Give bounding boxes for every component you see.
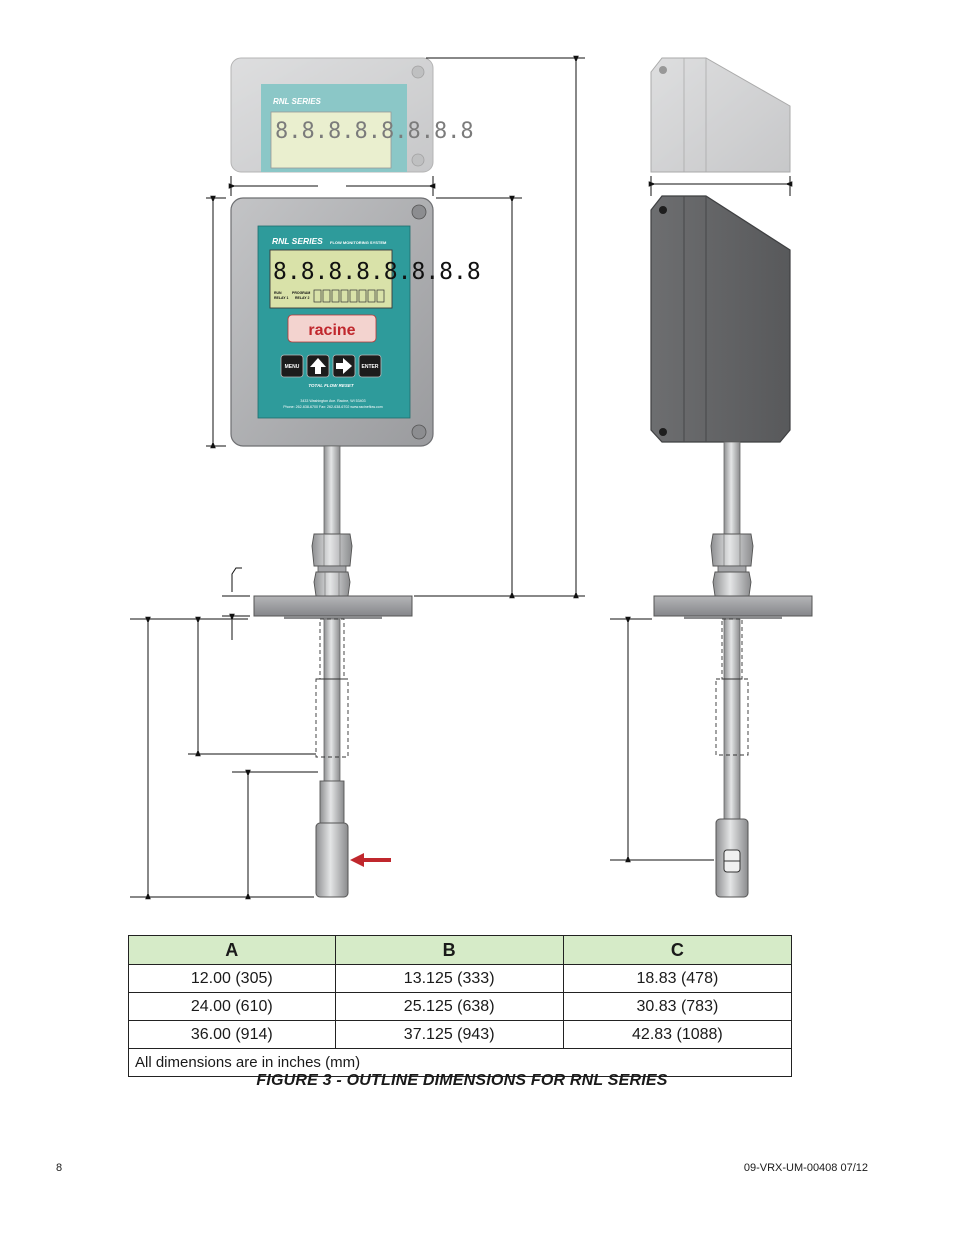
address-line: 3433 Washington Ave. Racine, WI 53403 — [300, 399, 365, 403]
table-cell: 18.83 (478) — [562, 964, 793, 993]
svg-text:RNL SERIES: RNL SERIES — [273, 97, 322, 106]
menu-button[interactable] — [280, 354, 304, 378]
relay2-label: RELAY 2 — [295, 296, 309, 300]
series-title: RNL SERIES — [272, 236, 323, 246]
flange — [253, 595, 413, 617]
header-c: C — [562, 935, 793, 965]
side-probe-assembly — [653, 441, 813, 898]
table-note: All dimensions are in inches (mm) — [128, 1048, 792, 1077]
relay1-label: RELAY 1 — [274, 296, 288, 300]
side-flange — [653, 595, 813, 617]
table-cell: 36.00 (914) — [128, 1020, 336, 1049]
flow-arrow-icon — [350, 853, 391, 867]
table-row: 24.00 (610) 25.125 (638) 30.83 (783) — [128, 992, 793, 1021]
header-b: B — [334, 935, 564, 965]
screw-icon — [411, 424, 427, 440]
front-housing: RNL SERIES FLOW MONITORING SYSTEM 8.8.8.… — [230, 197, 481, 447]
table-cell: 30.83 (783) — [562, 992, 793, 1021]
brand-logo: racine — [308, 322, 355, 339]
sensor-tip — [315, 822, 349, 898]
table-cell: 37.125 (943) — [334, 1020, 564, 1049]
lcd-digits: 8.8.8.8.8.8.8.8 — [273, 259, 481, 285]
side-width-dimension — [648, 176, 793, 196]
front-housing-top-view: RNL SERIES 8.8.8.8.8.8.8.8 — [230, 57, 474, 173]
table-row: 36.00 (914) 37.125 (943) 42.83 (1088) — [128, 1020, 793, 1049]
side-dimension-lines — [610, 616, 714, 863]
screw-icon — [411, 204, 427, 220]
brand-badge — [287, 314, 377, 343]
table-row: 12.00 (305) 13.125 (333) 18.83 (478) — [128, 964, 793, 993]
enter-button[interactable] — [358, 354, 382, 378]
table-cell: 42.83 (1088) — [562, 1020, 793, 1049]
svg-text:8.8.8.8.8.8.8.8: 8.8.8.8.8.8.8.8 — [275, 119, 474, 144]
series-subtitle: FLOW MONITORING SYSTEM — [330, 240, 387, 245]
menu-label: MENU — [285, 364, 300, 370]
table-cell: 12.00 (305) — [128, 964, 336, 993]
enter-label: ENTER — [362, 364, 379, 370]
figure-caption: FIGURE 3 - OUTLINE DIMENSIONS FOR RNL SE… — [256, 1072, 668, 1089]
table-cell: 24.00 (610) — [128, 992, 336, 1021]
table-header-row: A B C — [128, 935, 793, 965]
run-label: RUN — [274, 291, 282, 295]
outline-drawing: RNL SERIES 8.8.8.8.8.8.8.8 RNL SERIES FL… — [130, 55, 813, 900]
header-a: A — [128, 935, 336, 965]
arrow-right-icon — [336, 358, 352, 374]
program-label: PROGRAM — [292, 291, 310, 295]
side-housing — [650, 195, 791, 443]
table-cell: 25.125 (638) — [334, 992, 564, 1021]
document-id: 09-VRX-UM-00408 07/12 — [743, 1162, 868, 1174]
width-dimension — [228, 176, 436, 196]
front-dimension-lines — [130, 55, 585, 900]
table-cell: 13.125 (333) — [334, 964, 564, 993]
dimension-table: A B C 12.00 (305) 13.125 (333) 18.83 (47… — [128, 935, 793, 1077]
table-note-row: All dimensions are in inches (mm) — [128, 1048, 792, 1077]
front-probe-assembly — [253, 445, 413, 898]
lcd-segment-row — [313, 289, 385, 303]
arrow-up-icon — [310, 358, 326, 374]
side-housing-top-view — [650, 57, 791, 173]
page-number: 8 — [56, 1162, 63, 1174]
total-flow-reset: TOTAL FLOW RESET — [308, 383, 354, 388]
phone-line: Phone: 262-638-6700 Fax: 262-638-6702 ww… — [283, 405, 383, 409]
lcd-display — [269, 249, 393, 309]
